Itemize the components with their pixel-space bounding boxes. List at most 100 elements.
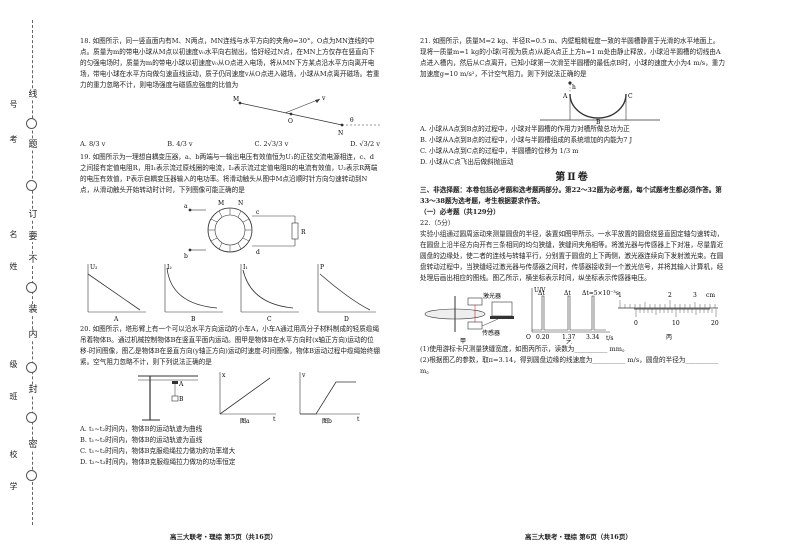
left-page-footer: 高三大联考・理综 第5页（共16页） <box>170 533 277 541</box>
q22-yi-dt1: Δt <box>538 290 545 297</box>
left-column: 18. 如图所示，同一竖直面内有M、N两点，MN连线与水平方向的夹角θ=30°，… <box>80 36 380 468</box>
q22-yi-dt2: Δt <box>564 290 571 297</box>
part-2-intro: 三、非选择题：本卷包括必考题和选考题两部分。第22～32题为必考题，每个试题考生… <box>420 186 722 205</box>
q22-label-sensor: 传感器 <box>482 329 500 337</box>
q22-yi-xlabel: t/s <box>606 335 614 342</box>
q19-circuit-figure: a b c d M N R <box>80 196 380 260</box>
q21-figure: h A B C <box>420 80 725 124</box>
question-20: 20. 如图所示，塔形臂上有一个可以沿水平方向运动的小车A，小车A通过用高分子材… <box>80 324 380 468</box>
binding-char: 订 <box>27 210 39 220</box>
q20-graph-a-caption: 图a <box>240 418 250 424</box>
binding-char: 题 <box>27 140 39 150</box>
q20-label-b: B <box>179 396 184 403</box>
q18-label-m: M <box>233 96 239 103</box>
q22-yi-origin: O <box>526 334 531 341</box>
binding-label: 考 <box>9 135 18 144</box>
q20-option-b: B. t₁~t₂时间内，物体B的运动轨迹为直线 <box>80 436 203 444</box>
q21-label-h: h <box>572 84 576 91</box>
q22-figures: 激光器 传感器 甲 U/V t/s O Δt Δt Δt=5×10⁻³s 0.2… <box>420 284 725 344</box>
q22-subquestion-2: (2)根据图乙的参数，取π=3.14，得到圆盘边缘的线速度为__________… <box>420 356 719 375</box>
q18-options: A. 8/3 v B. 4/3 v C. 2√3/3 v D. √3/2 v <box>80 139 380 150</box>
binding-circle <box>26 282 37 293</box>
q18-option-c: C. 2√3/3 v <box>254 140 289 148</box>
binding-char: 内 <box>27 330 39 340</box>
q21-label-b: B <box>596 119 601 124</box>
q22-yi-t2: 1.37 <box>562 334 576 341</box>
binding-label: 学 <box>9 482 18 491</box>
q21-option-c: C. 小球从A点到C点的过程中，半圆槽的位移为 1/3 m <box>420 147 579 155</box>
q19-graph-d-label: D <box>344 316 349 322</box>
binding-label: 班 <box>9 392 18 401</box>
q21-label-a: A <box>562 93 568 100</box>
q20-label-a: A <box>178 381 184 388</box>
q22-diagram: 激光器 传感器 甲 U/V t/s O Δt Δt Δt=5×10⁻³s 0.2… <box>424 287 719 344</box>
required-section-title: （一）必考题（共129分） <box>420 208 500 216</box>
q19-graph-b: I₂ B <box>164 264 223 322</box>
q19-graph-a: U₂ A <box>87 264 146 322</box>
binding-char: 线 <box>27 90 39 100</box>
q19-graph-b-ylabel: I₂ <box>167 264 172 271</box>
binding-label: 号 <box>9 100 18 109</box>
q19-label-c: c <box>256 209 260 216</box>
q19-label-m: M <box>218 200 224 207</box>
q18-figure: M O N θ v <box>80 91 380 137</box>
q21-option-d: D. 小球从C点飞出后做斜抛运动 <box>420 158 514 166</box>
q20-graph-b-ylabel: v <box>301 372 306 379</box>
binding-char: 密 <box>27 440 39 450</box>
q22-vernier-bottom-20: 20 <box>711 320 719 327</box>
q19-label-n: N <box>238 200 243 207</box>
right-column: 21. 如图所示，质量M=2 kg、半径R=0.5 m、内壁粗糙程度一致的半圆槽… <box>420 36 725 377</box>
question-18-text: 18. 如图所示，同一竖直面内有M、N两点，MN连线与水平方向的夹角θ=30°，… <box>80 37 380 89</box>
q22-label-laser: 激光器 <box>483 292 501 300</box>
binding-char: 封 <box>27 385 39 395</box>
q22-vernier-top-unit: cm <box>706 292 715 299</box>
binding-circle <box>26 362 37 373</box>
binding-circle <box>26 470 37 481</box>
q19-label-b: b <box>184 253 188 260</box>
q18-label-v: v <box>321 95 326 102</box>
q22-vernier-bottom-0: 0 <box>634 320 638 327</box>
q20-figure: A B x t 图a v t 图b <box>80 368 380 424</box>
q19-graph-a-ylabel: U₂ <box>90 264 98 271</box>
q18-label-theta: θ <box>350 117 354 124</box>
q22-vernier-bottom-10: 10 <box>672 320 680 327</box>
q19-graph-c: I₁ C <box>241 264 300 322</box>
q19-graph-c-ylabel: I₁ <box>243 264 248 271</box>
q22-yi-ylabel: U/V <box>534 287 546 294</box>
q19-graph-c-label: C <box>267 316 272 322</box>
question-21: 21. 如图所示，质量M=2 kg、半径R=0.5 m、内壁粗糙程度一致的半圆槽… <box>420 36 725 168</box>
q20-graph-b-caption: 图b <box>322 418 332 424</box>
binding-circle <box>26 180 37 191</box>
q20-graph-b-xlabel: t <box>357 416 360 423</box>
q19-label-d: d <box>256 249 260 256</box>
part-2-title: 第Ⅱ卷 <box>555 172 590 183</box>
question-20-text: 20. 如图所示，塔形臂上有一个可以沿水平方向运动的小车A，小车A通过用高分子材… <box>80 325 380 366</box>
binding-char: 装 <box>27 305 39 315</box>
question-21-text: 21. 如图所示，质量M=2 kg、半径R=0.5 m、内壁粗糙程度一致的半圆槽… <box>420 37 725 78</box>
q20-graph-a-xlabel: t <box>273 416 276 423</box>
q22-yi-t1: 0.20 <box>536 334 550 341</box>
question-19-text: 19. 如图所示为一理想自耦变压器，a、b两端与一输出电压有效值恒为U₁的正弦交… <box>80 153 378 194</box>
question-22-head: 22.（5分） <box>420 219 455 227</box>
question-22-text: 实验小组通过圆周运动来测量圆盘的半径，装置如图甲所示。一水平放置的圆盘绕竖直固定… <box>420 230 724 282</box>
question-18: 18. 如图所示，同一竖直面内有M、N两点，MN连线与水平方向的夹角θ=30°，… <box>80 36 380 150</box>
binding-label: 名 <box>9 230 18 239</box>
q22-yi-dt3: Δt=5×10⁻³s <box>582 290 619 297</box>
q19-transformer-diagram: a b c d M N R <box>184 200 306 260</box>
q19-graph-a-label: A <box>113 316 119 322</box>
q22-caption-bing: 丙 <box>666 334 672 341</box>
binding-dashed-line <box>32 20 33 525</box>
q21-option-a: A. 小球从A点到B点的过程中，小球对半圆槽的作用力对槽所做总功为正 <box>420 125 630 133</box>
q22-caption-jia: 甲 <box>460 338 466 344</box>
binding-circle <box>26 118 37 129</box>
q19-graph-d: P D <box>317 264 376 322</box>
q19-graphs: U₂ A I₂ B I₁ C P D <box>80 260 380 322</box>
q20-option-a: A. t₁~t₂时间内，物体B的运动轨迹为曲线 <box>80 425 203 433</box>
q18-diagram: M O N θ v <box>233 95 380 137</box>
q20-graph-a-ylabel: x <box>222 372 226 379</box>
q18-option-d: D. √3/2 v <box>350 140 380 148</box>
q19-label-r: R <box>301 229 306 236</box>
question-22: 22.（5分） 实验小组通过圆周运动来测量圆盘的半径，装置如图甲所示。一水平放置… <box>420 218 725 377</box>
binding-label: 校 <box>9 450 18 459</box>
q22-vernier-top-1: 1 <box>618 292 622 299</box>
